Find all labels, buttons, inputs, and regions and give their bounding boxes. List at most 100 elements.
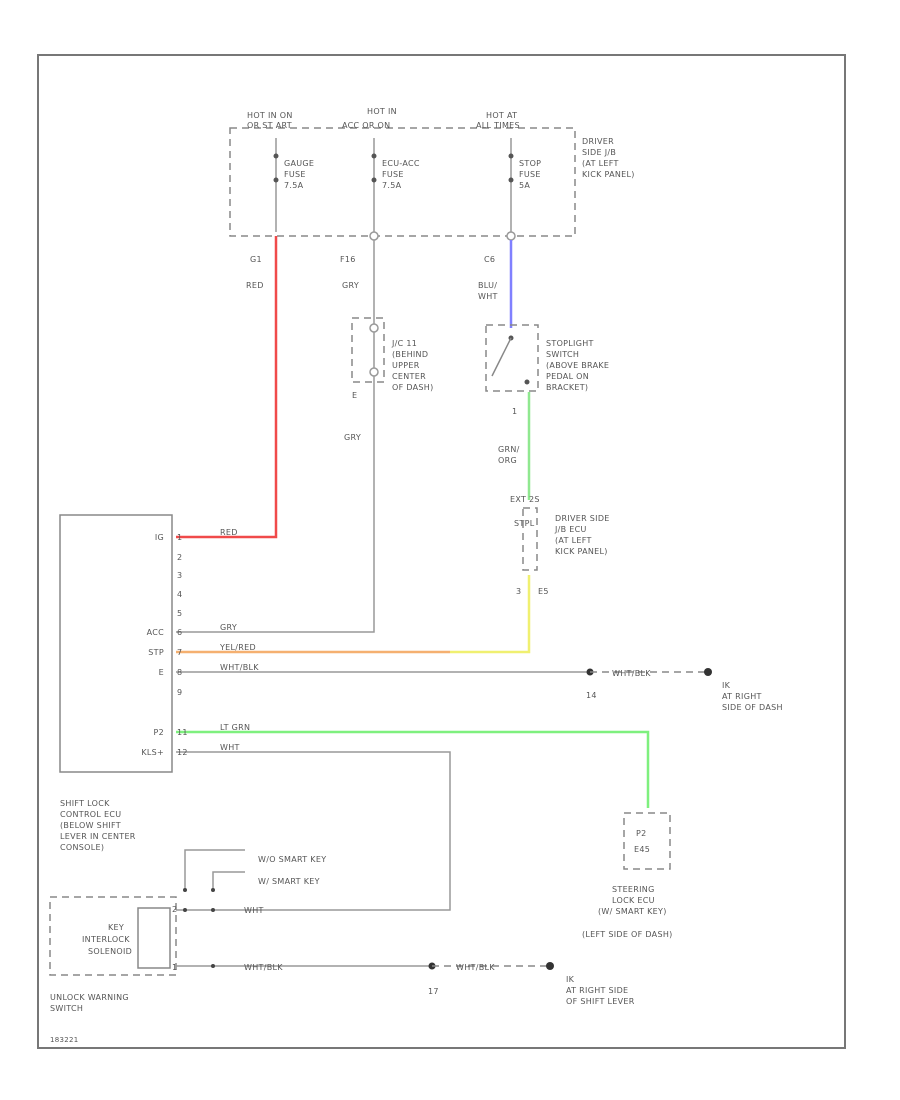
grn-wire-label-2: ORG [498, 456, 517, 465]
hot-label-2a: HOT IN [367, 107, 397, 116]
ground1-wire-label: WHT/BLK [612, 669, 651, 678]
jb-ecu-label-2: J/B ECU [554, 525, 587, 534]
ecu-label-2: CONTROL ECU [60, 810, 121, 819]
ecu-pin-number: 4 [177, 590, 182, 599]
fuse-stop-name: STOP [519, 159, 541, 168]
red-wire-label: RED [246, 281, 264, 290]
solenoid-label-1: KEY [108, 923, 124, 932]
fuse-stop-rating: 5A [519, 181, 530, 190]
hot-label-1a: HOT IN ON [247, 111, 293, 120]
stoplight-label-4: PEDAL ON [546, 372, 589, 381]
ecu-label-4: LEVER IN CENTER [60, 832, 136, 841]
stoplight-label-1: STOPLIGHT [546, 339, 594, 348]
ecu-wire-color-label: YEL/RED [219, 643, 256, 652]
solenoid-label-3: SOLENOID [88, 947, 132, 956]
steering-label-2: LOCK ECU [612, 896, 655, 905]
fuse-ecu-acc-type: FUSE [382, 170, 404, 179]
jb-ecu-pin-bottom: 3 [516, 587, 521, 596]
ground2-label-2: AT RIGHT SIDE [566, 986, 628, 995]
wo-smart-key-label: W/O SMART KEY [258, 855, 326, 864]
ground-ik-shift [546, 962, 554, 970]
ecu-pin-name: P2 [153, 728, 164, 737]
ecu-pin-number: 9 [177, 688, 182, 697]
ecu-pin-number: 6 [177, 628, 182, 637]
jb-ecu-stpl: STPL [514, 519, 535, 528]
jc11-label-5: OF DASH) [392, 383, 434, 392]
ecu-pin-name: KLS+ [141, 748, 164, 757]
ecu-wire-color-label: WHT [220, 743, 240, 752]
junction-connector-jc11: J/C 11 (BEHIND UPPER CENTER OF DASH) E [351, 317, 434, 400]
ground2-label-1: IK [566, 975, 575, 984]
gry-wire-label-1: GRY [342, 281, 359, 290]
steering-box-1: P2 [636, 829, 647, 838]
lt-grn-wire [176, 730, 650, 808]
junction-block-label-3: (AT LEFT [582, 159, 619, 168]
ground2-label-3: OF SHIFT LEVER [566, 997, 635, 1006]
jc11-label-3: UPPER [392, 361, 420, 370]
jb-ecu-label-1: DRIVER SIDE [555, 514, 610, 523]
fuse-gauge-rating: 7.5A [284, 181, 304, 190]
fuse-ecu-acc-name: ECU-ACC [382, 159, 420, 168]
solenoid-wire-top-label: WHT [244, 906, 264, 915]
ecu-pin-number: 1 [177, 533, 182, 542]
stoplight-pin: 1 [512, 407, 517, 416]
solenoid-pin-2: 2 [172, 905, 177, 914]
diagram-frame [37, 54, 846, 1049]
wo-smart-key-line [184, 849, 245, 888]
driver-side-jb-ecu: EXT 2S STPL DRIVER SIDE J/B ECU (AT LEFT… [510, 495, 610, 596]
hot-label-3b: ALL TIMES [476, 121, 520, 130]
jc11-label-2: (BEHIND [392, 350, 428, 359]
unlock-label-2: SWITCH [50, 1004, 83, 1013]
ecu-wire-color-label: LT GRN [220, 723, 250, 732]
unlock-label-1: UNLOCK WARNING [50, 993, 129, 1002]
stoplight-label-5: BRACKET) [546, 383, 588, 392]
stoplight-switch: STOPLIGHT SWITCH (ABOVE BRAKE PEDAL ON B… [485, 324, 609, 416]
fuse-stop-type: FUSE [519, 170, 541, 179]
steering-label-1: STEERING [612, 885, 655, 894]
ecu-pin-number: 7 [177, 648, 182, 657]
ecu-pin-name: STP [148, 648, 164, 657]
ground2-wire-label: WHT/BLK [456, 963, 495, 972]
jb-ecu-top-pins: EXT 2S [510, 495, 540, 504]
jc11-label-1: J/C 11 [391, 339, 417, 348]
ecu-label-3: (BELOW SHIFT [60, 821, 121, 830]
jc11-label-4: CENTER [392, 372, 426, 381]
pin-c6: C6 [484, 255, 495, 264]
grn-wire-label-1: GRN/ [498, 445, 520, 454]
ground1-label-2: AT RIGHT [722, 692, 762, 701]
splice-17-label: 17 [428, 987, 439, 996]
steering-lock-ecu: P2 E45 STEERING LOCK ECU (W/ SMART KEY) … [582, 812, 673, 939]
ground1-label-3: SIDE OF DASH [722, 703, 783, 712]
ecu-pin-name: ACC [147, 628, 165, 637]
ecu-label-5: CONSOLE) [60, 843, 104, 852]
stoplight-label-3: (ABOVE BRAKE [546, 361, 609, 370]
ecu-pin-number: 12 [177, 748, 188, 757]
steering-box-2: E45 [634, 845, 650, 854]
jc11-pin: E [352, 391, 357, 400]
ecu-pin-number: 2 [177, 553, 182, 562]
gry-wire-label-2: GRY [344, 433, 361, 442]
fuse-gauge-name: GAUGE [284, 159, 314, 168]
driver-side-junction-block: HOT IN ON OR ST ART HOT IN ACC OR ON HOT… [229, 107, 635, 237]
splice-14-label: 14 [586, 691, 597, 700]
steering-label-4: (LEFT SIDE OF DASH) [582, 930, 673, 939]
fuse-gauge-type: FUSE [284, 170, 306, 179]
jb-ecu-pin-code: E5 [538, 587, 549, 596]
fuse-ecu-acc-rating: 7.5A [382, 181, 402, 190]
solenoid-label-2: INTERLOCK [82, 935, 130, 944]
ecu-pin-number: 11 [177, 728, 188, 737]
wht-kls-wire [176, 751, 451, 911]
junction-block-label-4: KICK PANEL) [582, 170, 635, 179]
hot-label-1b: OR ST ART [247, 121, 292, 130]
jb-ecu-label-4: KICK PANEL) [555, 547, 608, 556]
pin-f16: F16 [340, 255, 356, 264]
w-smart-key-label: W/ SMART KEY [258, 877, 320, 886]
pin-g1: G1 [250, 255, 262, 264]
blu-wire-label-1: BLU/ [478, 281, 497, 290]
stoplight-label-2: SWITCH [546, 350, 579, 359]
ecu-wire-color-label: GRY [220, 623, 237, 632]
ecu-wire-color-label: WHT/BLK [220, 663, 259, 672]
ecu-wire-color-label: RED [220, 528, 238, 537]
solenoid-wire-bottom-label: WHT/BLK [244, 963, 283, 972]
